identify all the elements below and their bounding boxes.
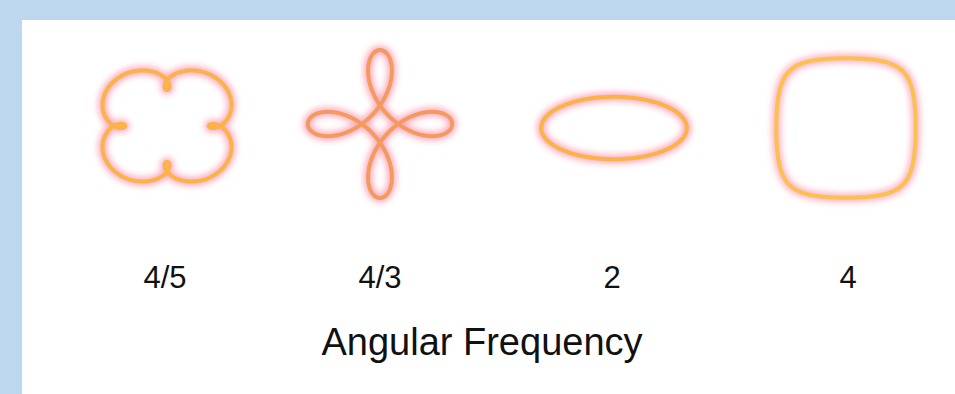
ratio-label: 4/3 (358, 262, 401, 293)
curve-two (541, 97, 687, 159)
curve-four-thirds (308, 50, 452, 198)
curve-four (776, 58, 916, 198)
axis-title: Angular Frequency (321, 323, 642, 361)
curve-four-fifths (103, 70, 232, 181)
ratio-label: 4 (839, 262, 856, 293)
ratio-label: 2 (603, 262, 620, 293)
ratio-label: 4/5 (143, 262, 186, 293)
